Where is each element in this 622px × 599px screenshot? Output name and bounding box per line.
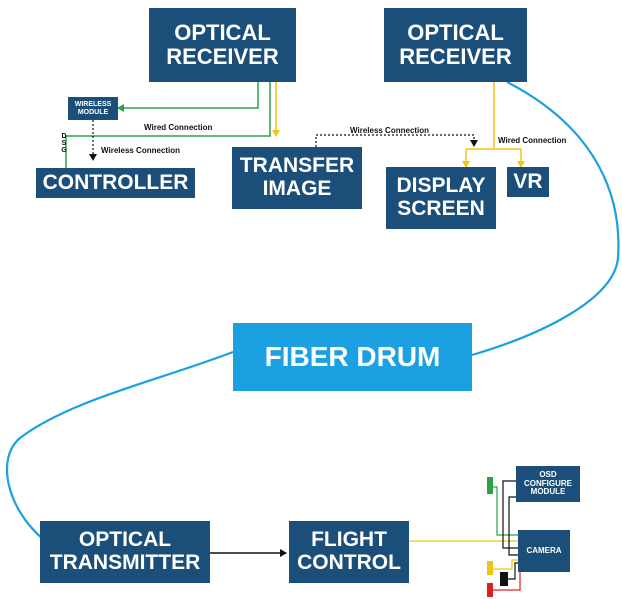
optical-transmitter: OPTICAL TRANSMITTER <box>40 521 210 583</box>
wireless-module-line-2: MODULE <box>77 108 109 116</box>
osd-configure-module: OSD CONFIGURE MODULE <box>516 466 580 502</box>
osd-wire-black-2 <box>508 496 518 556</box>
osd-line-1: OSD <box>539 470 557 480</box>
optical-receiver-left-line-2: RECEIVER <box>166 44 279 69</box>
label-wired-connection-right: Wired Connection <box>498 136 567 145</box>
controller: CONTROLLER <box>36 168 195 198</box>
controller-label: CONTROLLER <box>42 170 189 194</box>
fiber-drum: FIBER DRUM <box>233 323 472 391</box>
optical-transmitter-line-1: OPTICAL <box>78 528 172 552</box>
flight-control-line-2: CONTROL <box>297 551 401 574</box>
osd-wire-green <box>492 486 518 536</box>
wireless-link-display <box>315 134 478 147</box>
connector-black <box>500 572 508 586</box>
label-wireless-connection-transfer: Wireless Connection <box>350 126 430 135</box>
fiber-cable-bottom <box>6 350 234 541</box>
optical-receiver-left-line-1: OPTICAL <box>174 20 271 46</box>
display-screen-line-2: SCREEN <box>397 197 485 220</box>
dsg-g: G <box>61 147 67 154</box>
camera-wire-yellow <box>491 559 518 570</box>
osd-line-2: CONFIGURE <box>524 478 572 488</box>
fiber-cable-top <box>471 81 620 357</box>
camera-wire-red <box>491 566 521 591</box>
connector-yellow <box>487 561 493 575</box>
vr-label: VR <box>513 169 543 193</box>
transfer-image: TRANSFER IMAGE <box>232 147 362 209</box>
dsg-label: D S G <box>60 133 68 154</box>
label-wired-connection-left: Wired Connection <box>144 123 213 132</box>
green-wire-to-controller <box>65 82 271 168</box>
camera-wire-black <box>507 562 518 580</box>
optical-receiver-right-line-2: RECEIVER <box>399 44 512 69</box>
vr: VR <box>507 167 549 197</box>
label-wireless-connection-controller: Wireless Connection <box>101 146 181 155</box>
dsg-s: S <box>61 140 67 147</box>
optical-receiver-right-line-1: OPTICAL <box>407 20 504 46</box>
osd-line-3: MODULE <box>530 487 566 497</box>
camera-label: CAMERA <box>526 545 562 555</box>
transfer-image-line-2: IMAGE <box>262 177 332 200</box>
connector-red <box>487 583 493 597</box>
dsg-d: D <box>61 133 67 140</box>
display-screen-line-1: DISPLAY <box>396 174 486 198</box>
camera: CAMERA <box>518 530 570 572</box>
flight-control: FLIGHT CONTROL <box>289 521 409 583</box>
flight-control-line-1: FLIGHT <box>311 528 387 552</box>
wireless-module: WIRELESS MODULE <box>68 97 118 120</box>
green-wire-to-wireless-module <box>117 82 259 112</box>
wireless-module-line-1: WIRELESS <box>74 100 112 108</box>
optical-transmitter-line-2: TRANSMITTER <box>49 551 201 574</box>
optical-receiver-left: OPTICAL RECEIVER <box>149 8 296 82</box>
osd-wire-black <box>502 480 518 549</box>
optical-receiver-right: OPTICAL RECEIVER <box>384 8 527 82</box>
connector-green <box>487 477 493 494</box>
transfer-image-line-1: TRANSFER <box>239 154 355 178</box>
display-screen: DISPLAY SCREEN <box>386 167 496 229</box>
